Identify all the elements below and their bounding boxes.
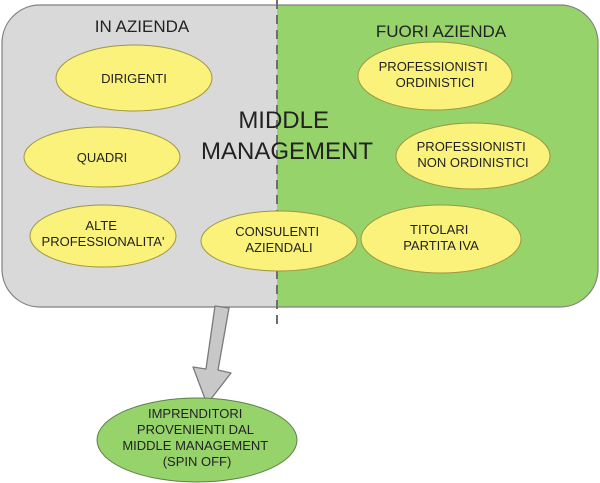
inside-company-label: IN AZIENDA [95,17,190,36]
svg-text:CONSULENTI AZIENDALI: CONSULENTI AZIENDALI [235,224,322,255]
svg-text:ALTE PROFESSIONALITA': ALTE PROFESSIONALITA' [42,218,165,249]
svg-text:DIRIGENTI: DIRIGENTI [101,71,167,86]
region-border [1,4,599,308]
ellipse-titolari-partita-iva: TITOLARI PARTITA IVA [360,204,522,274]
svg-text:QUADRI: QUADRI [77,150,128,165]
svg-text:TITOLARI PARTITA IVA: TITOLARI PARTITA IVA [403,222,479,253]
spin-off-arrow [192,305,232,405]
svg-text:PROFESSIONISTI ORDINISTI: PROFESSIONISTI ORDINISTICI [379,59,492,90]
ellipse-alte-professionalita: ALTE PROFESSIONALITA' [29,204,177,268]
outside-company-label: FUORI AZIENDA [376,22,507,41]
middle-management-label: MIDDLE MANAGEMENT [201,107,373,165]
ellipse-dirigenti: DIRIGENTI [55,44,213,112]
ellipse-imprenditori-spin-off: IMPRENDITORI PROVENIENTI DAL MIDDLE MANA… [96,397,298,483]
ellipse-professionisti-non-ordinistici: PROFESSIONISTI NON ORDINISTICI [395,122,551,190]
svg-text:PROFESSIONISTI NON ORDIN: PROFESSIONISTI NON ORDINISTICI [417,139,530,170]
ellipse-professionisti-ordinistici: PROFESSIONISTI ORDINISTICI [357,41,513,111]
ellipse-consulenti-aziendali: CONSULENTI AZIENDALI [200,210,358,272]
ellipse-quadri: QUADRI [23,126,181,188]
svg-text:IMPRENDITORI PROVENIENTI: IMPRENDITORI PROVENIENTI DAL MIDDLE MANA… [122,406,271,469]
